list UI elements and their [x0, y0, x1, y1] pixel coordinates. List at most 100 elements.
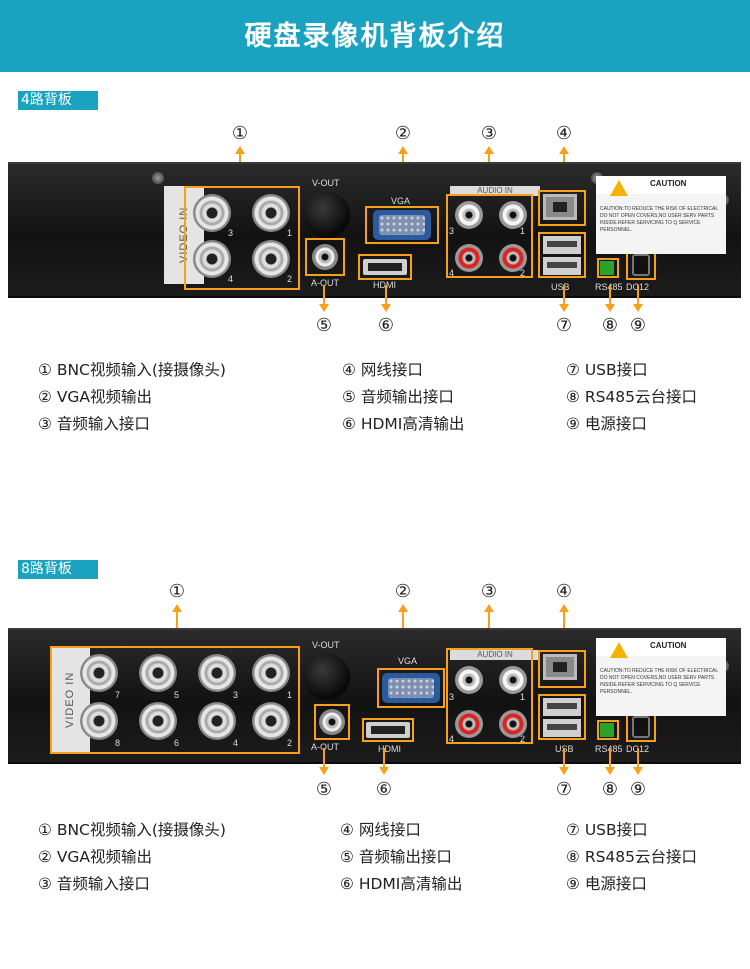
lan-highlight: [538, 650, 586, 688]
leader-5: [323, 748, 325, 768]
leader-6: [385, 285, 387, 305]
marker-4: ④: [555, 581, 573, 602]
audio-in-port: [455, 710, 483, 738]
marker-8: ⑧: [601, 779, 619, 800]
rs485-terminal: [600, 261, 614, 275]
hdmi-label: HDMI: [378, 744, 401, 754]
caution-header: [596, 638, 726, 656]
marker-1: ①: [231, 123, 249, 144]
marker-2: ②: [394, 581, 412, 602]
arrow-4: [559, 146, 569, 154]
marker-6: ⑥: [377, 315, 395, 336]
legend-item: ③ 音频输入接口: [38, 875, 150, 893]
marker-3: ③: [480, 581, 498, 602]
usb-port: [543, 236, 581, 254]
audio-number: 4: [449, 734, 455, 744]
warning-icon: [610, 180, 628, 196]
bnc-input-group: [184, 186, 300, 290]
caution-text: CAUTION:TO REDUCE THE RISK OF ELECTRICAL…: [600, 206, 718, 233]
aout-highlight: [305, 238, 345, 276]
arrow-6: [381, 304, 391, 312]
dvr-rear-panel: VIDEO IN 3 1 4 2 V-OUT VGA A-OUT HDMI AU…: [8, 162, 741, 298]
audio-in-port: [499, 244, 527, 272]
audio-number: 1: [520, 226, 526, 236]
arrow-7: [559, 767, 569, 775]
aout-label: A-OUT: [311, 742, 339, 752]
bnc-number: 1: [287, 690, 293, 700]
audio-in-label: AUDIO IN: [450, 650, 540, 660]
audio-in-port: [455, 201, 483, 229]
audio-in-label: AUDIO IN: [450, 186, 540, 196]
bnc-port: [252, 702, 290, 740]
audio-in-port: [499, 666, 527, 694]
audio-in-port: [455, 244, 483, 272]
usb-port: [543, 698, 581, 716]
bnc-port: [193, 194, 231, 232]
bnc-port: [193, 240, 231, 278]
bnc-port: [252, 240, 290, 278]
leader-8: [609, 285, 611, 305]
vga-label: VGA: [398, 656, 418, 666]
leader-5: [323, 285, 325, 305]
lan-port: [543, 194, 577, 220]
audio-in-group: [446, 194, 533, 278]
vout-port: [304, 192, 350, 238]
legend-item: ⑧ RS485云台接口: [566, 848, 698, 866]
rs485-label: RS485: [595, 744, 623, 754]
header-banner: 硬盘录像机背板介绍: [0, 0, 750, 72]
arrow-5: [319, 304, 329, 312]
legend-item: ④ 网线接口: [340, 821, 421, 839]
leader-6: [383, 748, 385, 768]
arrow-2: [398, 604, 408, 612]
bnc-port: [80, 702, 118, 740]
marker-1: ①: [168, 581, 186, 602]
leader-1: [176, 610, 178, 644]
caution-sticker: CAUTION CAUTION:TO REDUCE THE RISK OF EL…: [596, 638, 726, 716]
hdmi-highlight: [362, 718, 414, 742]
rs485-label: RS485: [595, 282, 623, 292]
hdmi-label: HDMI: [373, 280, 396, 290]
vout-port: [304, 654, 350, 700]
marker-7: ⑦: [555, 779, 573, 800]
dvr-rear-panel: VIDEO IN 7 5 3 1 8 6 4 2 V-OUT VGA A-OUT…: [8, 628, 741, 764]
marker-5: ⑤: [315, 315, 333, 336]
vga-highlight: [365, 206, 439, 244]
vout-label: V-OUT: [312, 640, 340, 650]
marker-3: ③: [480, 123, 498, 144]
section-tag: 8路背板: [18, 560, 98, 579]
marker-9: ⑨: [629, 779, 647, 800]
section-tag: 4路背板: [18, 91, 98, 110]
audio-number: 2: [520, 734, 526, 744]
legend-item: ② VGA视频输出: [38, 848, 153, 866]
vga-port: [373, 210, 431, 240]
usb-port: [543, 257, 581, 275]
leader-7: [563, 748, 565, 768]
legend-item: ⑦ USB接口: [566, 361, 648, 379]
arrow-3: [484, 146, 494, 154]
usb-label: USB: [551, 282, 570, 292]
section-4ch: 4路背板 ① ② ③ ④ VIDEO IN 3 1 4 2 V-OUT VGA …: [0, 88, 750, 528]
usb-highlight: [538, 694, 586, 740]
hdmi-port: [366, 722, 410, 738]
legend-item: ② VGA视频输出: [38, 388, 153, 406]
vga-highlight: [377, 668, 445, 708]
leader-9: [637, 748, 639, 768]
bnc-port: [198, 702, 236, 740]
audio-in-port: [455, 666, 483, 694]
legend-item: ⑥ HDMI高清输出: [342, 415, 465, 433]
bnc-number: 3: [233, 690, 239, 700]
bnc-port: [80, 654, 118, 692]
arrow-4: [559, 604, 569, 612]
bnc-number: 1: [287, 228, 293, 238]
usb-highlight: [538, 232, 586, 278]
caution-title: CAUTION: [650, 641, 687, 650]
audio-number: 4: [449, 268, 455, 278]
arrow-8: [605, 767, 615, 775]
aout-port: [319, 709, 345, 735]
page-title: 硬盘录像机背板介绍: [244, 21, 506, 52]
legend-item: ⑨ 电源接口: [566, 415, 647, 433]
legend-item: ⑤ 音频输出接口: [340, 848, 452, 866]
lan-port: [543, 654, 577, 680]
arrow-1: [172, 604, 182, 612]
bnc-number: 4: [233, 738, 239, 748]
